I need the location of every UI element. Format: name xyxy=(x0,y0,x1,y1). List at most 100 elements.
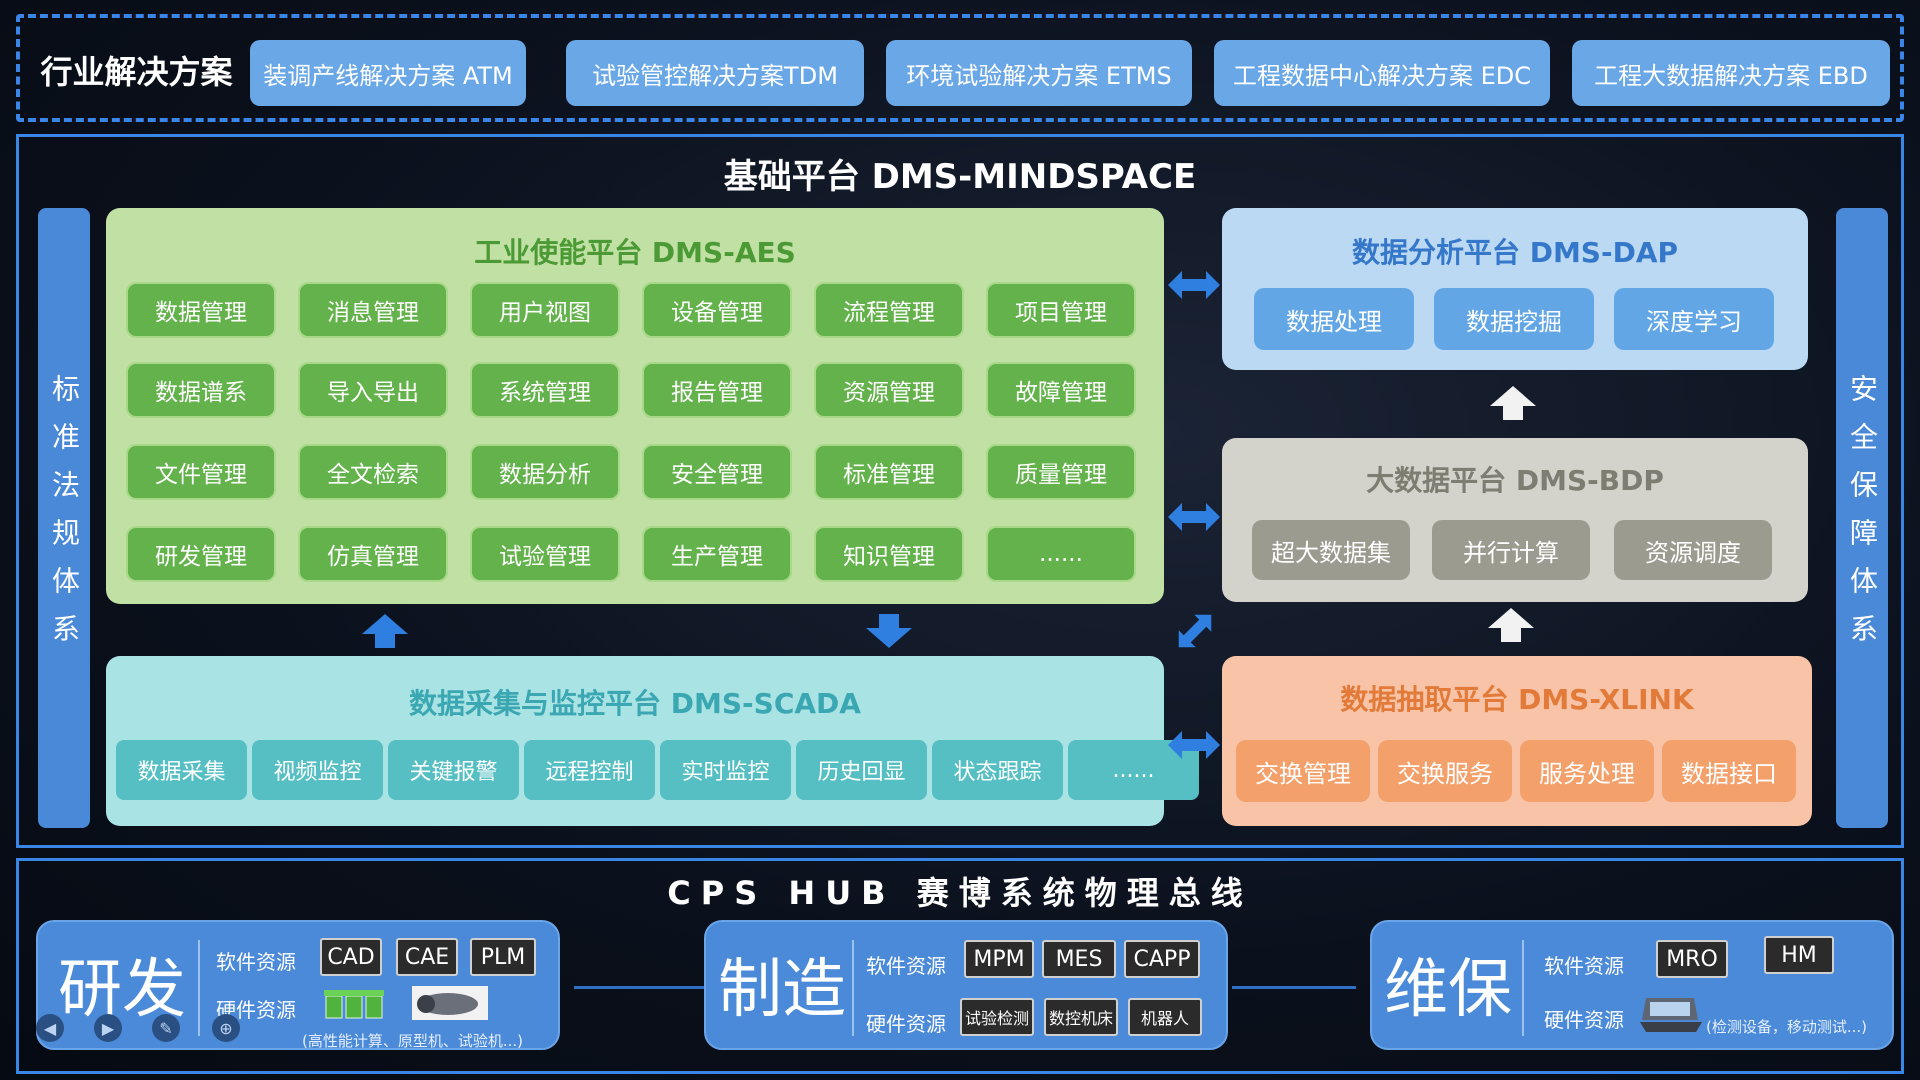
aes-item[interactable]: 设备管理 xyxy=(642,282,792,338)
solution-etms[interactable]: 环境试验解决方案 ETMS xyxy=(886,40,1192,106)
pen-icon[interactable]: ✎ xyxy=(152,1014,180,1042)
mro-label: 维保 xyxy=(1384,953,1512,1027)
mro-hardware-label: 硬件资源 xyxy=(1544,1008,1624,1032)
aes-item[interactable]: 数据管理 xyxy=(126,282,276,338)
aes-item[interactable]: 知识管理 xyxy=(814,526,964,582)
divider xyxy=(852,940,854,1036)
rd-software-tag: CAD xyxy=(320,938,382,976)
up-arrow-icon xyxy=(1488,608,1534,642)
mfg-software-tag: MES xyxy=(1042,940,1116,978)
bdp-item[interactable]: 资源调度 xyxy=(1614,520,1772,580)
next-icon[interactable]: ▶ xyxy=(94,1014,122,1042)
engine-prototype-icon xyxy=(412,986,488,1020)
base-platform-frame xyxy=(16,134,1904,848)
standards-system-bar: 标准法规体系 xyxy=(38,208,90,828)
mro-software-tag: HM xyxy=(1764,936,1834,974)
aes-item[interactable]: 全文检索 xyxy=(298,444,448,500)
zoom-icon[interactable]: ⊕ xyxy=(212,1014,240,1042)
xlink-item[interactable]: 服务处理 xyxy=(1520,740,1654,802)
aes-item[interactable]: 数据谱系 xyxy=(126,362,276,418)
hpc-cluster-icon xyxy=(324,990,386,1020)
diagonal-double-arrow-icon xyxy=(1172,608,1218,654)
aes-item[interactable]: 生产管理 xyxy=(642,526,792,582)
rd-software-label: 软件资源 xyxy=(216,950,296,974)
dap-item[interactable]: 数据处理 xyxy=(1254,288,1414,350)
mfg-hardware-tag: 试验检测 xyxy=(960,998,1034,1036)
down-arrow-icon xyxy=(866,614,912,648)
aes-item[interactable]: 仿真管理 xyxy=(298,526,448,582)
base-platform-title: 基础平台 DMS-MINDSPACE xyxy=(723,156,1197,197)
mfg-software-label: 软件资源 xyxy=(866,954,946,978)
divider xyxy=(198,940,200,1036)
dap-item[interactable]: 深度学习 xyxy=(1614,288,1774,350)
aes-item[interactable]: 消息管理 xyxy=(298,282,448,338)
bdp-item[interactable]: 并行计算 xyxy=(1432,520,1590,580)
bdp-item[interactable]: 超大数据集 xyxy=(1252,520,1410,580)
mfg-software-tag: CAPP xyxy=(1124,940,1200,978)
mro-note: (检测设备，移动测试...) xyxy=(1706,1018,1868,1036)
mro-software-label: 软件资源 xyxy=(1544,954,1624,978)
cps-hub-frame xyxy=(16,858,1904,1074)
dap-item[interactable]: 数据挖掘 xyxy=(1434,288,1594,350)
up-arrow-icon xyxy=(362,614,408,648)
mro-software-tag: MRO xyxy=(1656,940,1728,978)
industry-solutions-title: 行业解决方案 xyxy=(40,53,233,91)
laptop-tester-icon xyxy=(1640,994,1702,1034)
cps-hub-title: CPS HUB 赛博系统物理总线 xyxy=(667,874,1253,912)
scada-title: 数据采集与监控平台 DMS-SCADA xyxy=(409,687,861,720)
mfg-software-tag: MPM xyxy=(964,940,1034,978)
rd-label: 研发 xyxy=(58,953,186,1027)
xlink-item[interactable]: 交换服务 xyxy=(1378,740,1512,802)
rd-note: (高性能计算、原型机、试验机...) xyxy=(302,1032,524,1050)
scada-item[interactable]: 数据采集 xyxy=(116,740,247,800)
scada-item[interactable]: 状态跟踪 xyxy=(932,740,1063,800)
scada-item[interactable]: 实时监控 xyxy=(660,740,791,800)
aes-item[interactable]: 用户视图 xyxy=(470,282,620,338)
xlink-title: 数据抽取平台 DMS-XLINK xyxy=(1340,683,1694,716)
scada-item[interactable]: 远程控制 xyxy=(524,740,655,800)
aes-item[interactable]: 试验管理 xyxy=(470,526,620,582)
xlink-item[interactable]: 交换管理 xyxy=(1236,740,1370,802)
aes-item[interactable]: 数据分析 xyxy=(470,444,620,500)
aes-item[interactable]: 资源管理 xyxy=(814,362,964,418)
aes-item[interactable]: 流程管理 xyxy=(814,282,964,338)
bus-connector xyxy=(574,986,704,989)
mfg-hardware-tag: 数控机床 xyxy=(1044,998,1118,1036)
solution-atm[interactable]: 装调产线解决方案 ATM xyxy=(250,40,526,106)
double-arrow-icon xyxy=(1168,268,1220,302)
aes-item[interactable]: 标准管理 xyxy=(814,444,964,500)
aes-item[interactable]: 研发管理 xyxy=(126,526,276,582)
aes-item[interactable]: 质量管理 xyxy=(986,444,1136,500)
rd-software-tag: PLM xyxy=(470,938,536,976)
aes-item[interactable]: ...... xyxy=(986,526,1136,582)
prev-icon[interactable]: ◀ xyxy=(36,1014,64,1042)
aes-item[interactable]: 项目管理 xyxy=(986,282,1136,338)
mfg-hardware-label: 硬件资源 xyxy=(866,1012,946,1036)
mfg-label: 制造 xyxy=(718,953,846,1027)
industry-solutions-frame xyxy=(16,14,1904,122)
rd-software-tag: CAE xyxy=(396,938,458,976)
up-arrow-icon xyxy=(1490,386,1536,420)
scada-item[interactable]: 视频监控 xyxy=(252,740,383,800)
aes-item[interactable]: 导入导出 xyxy=(298,362,448,418)
solution-edc[interactable]: 工程数据中心解决方案 EDC xyxy=(1214,40,1550,106)
solution-tdm[interactable]: 试验管控解决方案TDM xyxy=(566,40,864,106)
double-arrow-icon xyxy=(1168,728,1220,762)
aes-item[interactable]: 安全管理 xyxy=(642,444,792,500)
aes-item[interactable]: 故障管理 xyxy=(986,362,1136,418)
aes-item[interactable]: 文件管理 xyxy=(126,444,276,500)
aes-item[interactable]: 报告管理 xyxy=(642,362,792,418)
bdp-title: 大数据平台 DMS-BDP xyxy=(1366,464,1664,497)
double-arrow-icon xyxy=(1168,500,1220,534)
solution-ebd[interactable]: 工程大数据解决方案 EBD xyxy=(1572,40,1890,106)
dap-title: 数据分析平台 DMS-DAP xyxy=(1351,236,1679,269)
xlink-item[interactable]: 数据接口 xyxy=(1662,740,1796,802)
aes-item[interactable]: 系统管理 xyxy=(470,362,620,418)
scada-item[interactable]: 关键报警 xyxy=(388,740,519,800)
security-system-bar: 安全保障体系 xyxy=(1836,208,1888,828)
mfg-hardware-tag: 机器人 xyxy=(1128,998,1202,1036)
scada-item[interactable]: 历史回显 xyxy=(796,740,927,800)
divider xyxy=(1522,940,1524,1036)
bus-connector xyxy=(1232,986,1356,989)
aes-title: 工业使能平台 DMS-AES xyxy=(474,236,796,269)
